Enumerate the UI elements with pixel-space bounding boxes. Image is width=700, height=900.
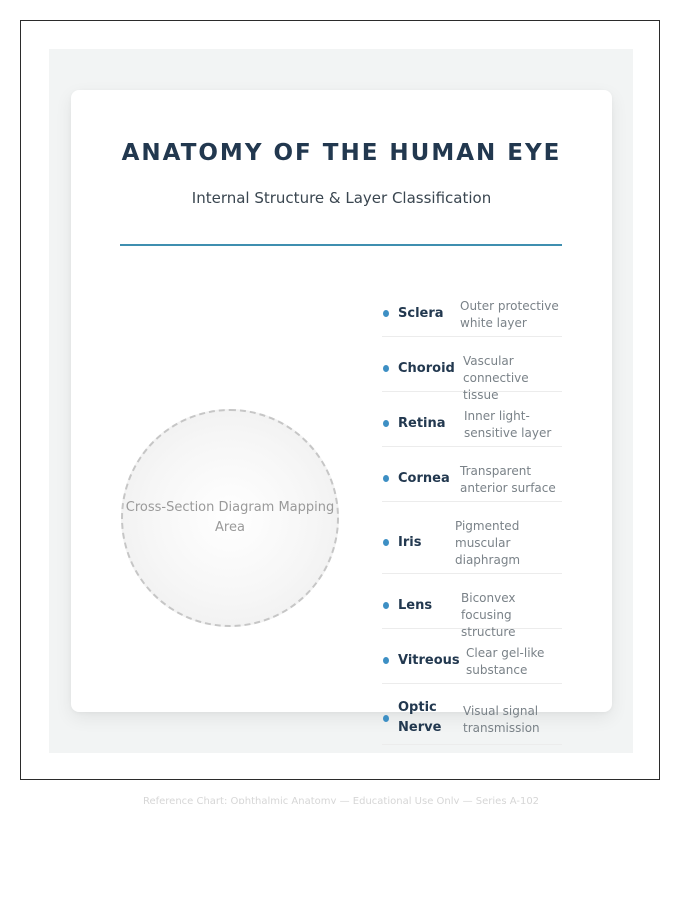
legend-item-iris: Iris Pigmented muscular diaphragm (382, 502, 562, 574)
content-card (71, 90, 612, 712)
legend-item-vitreous: Vitreous Clear gel-like substance (382, 629, 562, 684)
bullet-icon (383, 310, 389, 317)
legend-term: Vitreous (398, 653, 460, 668)
diagram-placeholder-label: Cross-Section Diagram Mapping Area (125, 500, 335, 535)
legend-description: Outer protective white layer (460, 299, 559, 330)
bullet-icon (383, 539, 389, 546)
page-title: ANATOMY OF THE HUMAN EYE (121, 140, 562, 166)
bullet-icon (383, 715, 389, 722)
legend-item-lens: Lens Biconvex focusing structure (382, 574, 562, 639)
legend-item-retina: Retina Inner light-sensitive layer (382, 392, 562, 447)
bullet-icon (383, 657, 389, 664)
bullet-icon (383, 365, 389, 372)
legend-item-sclera: Sclera Outer protective white layer (382, 292, 562, 337)
legend-item-cornea: Cornea Transparent anterior surface (382, 447, 562, 502)
bullet-icon (383, 602, 389, 609)
legend-term: Iris (398, 535, 422, 550)
legend-term: Choroid (398, 361, 455, 376)
footer-caption: Reference Chart: Ophthalmic Anatomy — Ed… (142, 796, 540, 804)
bullet-icon (383, 420, 389, 427)
legend-description: Clear gel-like substance (466, 646, 545, 677)
legend-description: Inner light-sensitive layer (464, 409, 552, 440)
page-subtitle: Internal Structure & Layer Classificatio… (191, 189, 492, 207)
legend-description: Pigmented muscular diaphragm (455, 519, 521, 567)
legend-description: Biconvex focusing structure (461, 591, 516, 639)
legend-term: Cornea (398, 471, 450, 486)
title-divider (120, 244, 562, 246)
legend-item-choroid: Choroid Vascular connective tissue (382, 337, 562, 402)
legend-term: Sclera (398, 306, 444, 321)
cross-section-diagram-area: Cross-Section Diagram Mapping Area (121, 409, 339, 627)
legend-description: Transparent anterior surface (460, 464, 556, 495)
legend-term: Retina (398, 416, 446, 431)
legend-description: Vascular connective tissue (463, 354, 529, 402)
legend-description: Visual signal transmission (463, 704, 540, 735)
bullet-icon (383, 475, 389, 482)
legend-item-optic-nerve: Optic Nerve Visual signal transmission (382, 684, 562, 745)
legend-term: Optic Nerve (398, 700, 442, 735)
legend-term: Lens (398, 598, 433, 613)
